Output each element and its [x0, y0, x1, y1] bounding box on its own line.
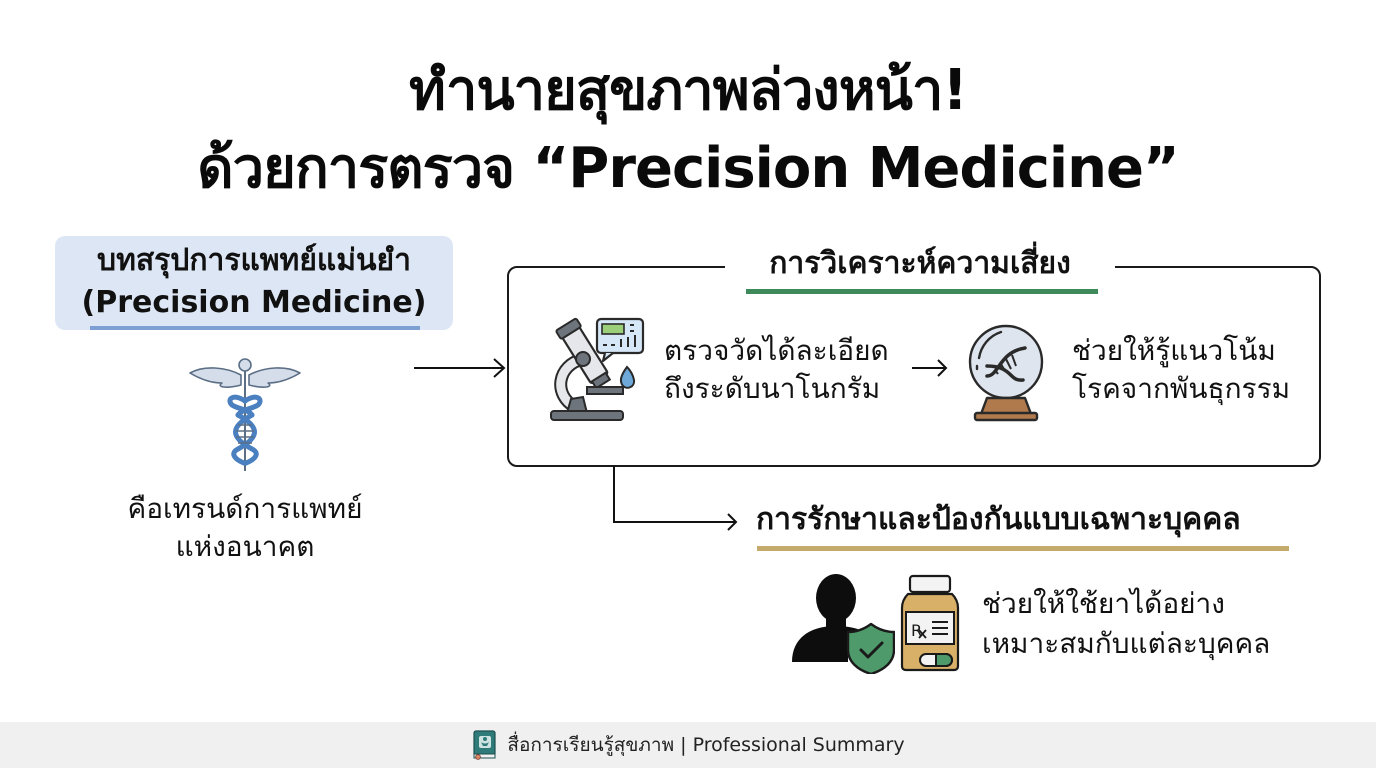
treatment-line-1: ช่วยให้ใช้ยาได้อย่าง — [982, 587, 1225, 620]
summary-caption-line-1: คือเทรนด์การแพทย์ — [127, 492, 363, 525]
summary-caption-line-2: แห่งอนาคต — [175, 530, 315, 563]
person-shield-icon — [792, 574, 895, 674]
footer: สื่อการเรียนรู้สุขภาพ | Professional Sum… — [0, 722, 1376, 768]
risk-step-1-text: ตรวจวัดได้ละเอียด ถึงระดับนาโนกรัม — [664, 332, 889, 408]
treatment-underline — [757, 546, 1289, 551]
summary-heading: บทสรุปการแพทย์แม่นยำ (Precision Medicine… — [55, 240, 453, 324]
summary-heading-line-1: บทสรุปการแพทย์แม่นยำ — [97, 243, 411, 278]
risk-analysis-heading-wrap: การวิเคราะห์ความเสี่ยง — [725, 240, 1115, 296]
treatment-text: ช่วยให้ใช้ยาได้อย่าง เหมาะสมกับแต่ละบุคค… — [982, 584, 1270, 664]
page-title: ทำนายสุขภาพล่วงหน้า! ด้วยการตรวจ “Precis… — [0, 52, 1376, 208]
summary-underline — [90, 326, 420, 330]
summary-heading-line-2: (Precision Medicine) — [81, 285, 427, 320]
risk-analysis-underline — [746, 289, 1098, 294]
microscope-icon — [550, 317, 645, 421]
crystal-ball-dna-icon — [968, 324, 1044, 422]
risk-step-1-line-2: ถึงระดับนาโนกรัม — [664, 372, 881, 405]
book-icon — [473, 730, 496, 760]
risk-analysis-heading: การวิเคราะห์ความเสี่ยง — [769, 246, 1071, 281]
summary-heading-box — [55, 236, 453, 330]
arrow-right-icon — [414, 358, 506, 378]
risk-step-1-line-1: ตรวจวัดได้ละเอียด — [664, 334, 889, 367]
risk-step-2-line-2: โรคจากพันธุกรรม — [1072, 372, 1291, 405]
title-line-1: ทำนายสุขภาพล่วงหน้า! — [409, 58, 968, 123]
connector-arrow-icon — [613, 466, 738, 531]
rx-bottle-icon: R — [900, 574, 960, 672]
footer-text: สื่อการเรียนรู้สุขภาพ | Professional Sum… — [507, 734, 905, 756]
summary-caption: คือเทรนด์การแพทย์ แห่งอนาคต — [80, 490, 410, 566]
risk-step-2-text: ช่วยให้รู้แนวโน้ม โรคจากพันธุกรรม — [1072, 332, 1290, 408]
svg-text:R: R — [911, 621, 922, 640]
risk-step-2-line-1: ช่วยให้รู้แนวโน้ม — [1072, 334, 1276, 367]
treatment-heading: การรักษาและป้องกันแบบเฉพาะบุคคล — [756, 502, 1241, 537]
arrow-right-icon — [912, 359, 948, 377]
treatment-line-2: เหมาะสมกับแต่ละบุคคล — [982, 627, 1271, 660]
caduceus-dna-icon — [189, 358, 301, 471]
title-line-2: ด้วยการตรวจ “Precision Medicine” — [197, 136, 1179, 201]
